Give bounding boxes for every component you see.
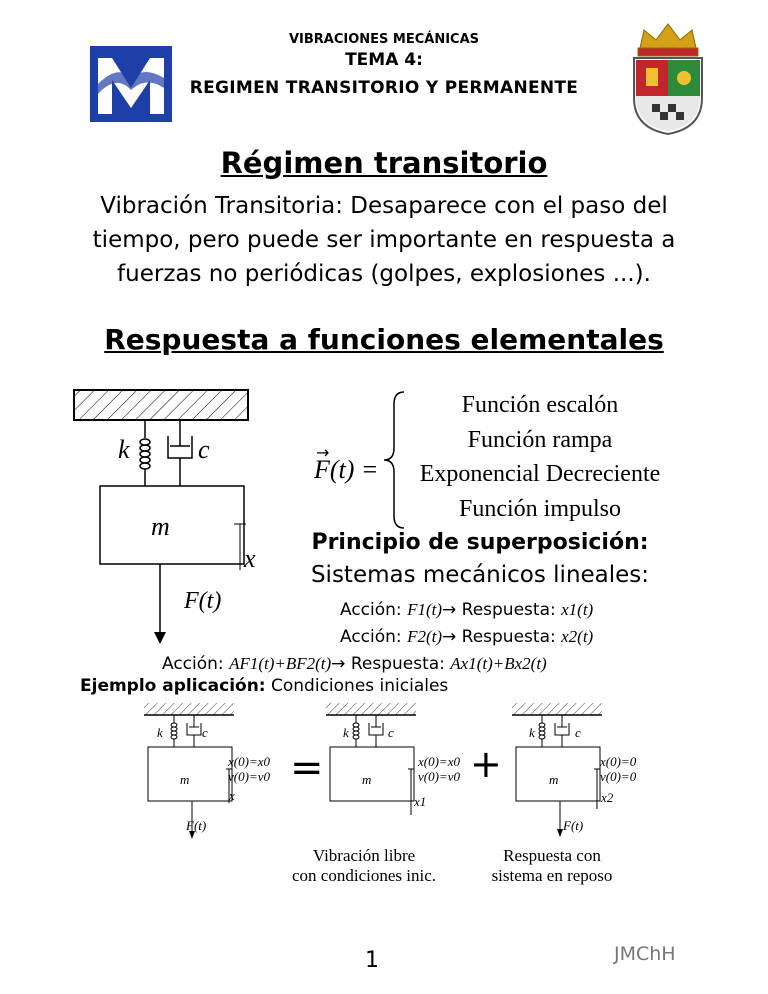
d2-caption-1: Vibración libre [312, 846, 416, 865]
d2-label-c: c [388, 725, 394, 740]
example-heading: Ejemplo aplicación: Condiciones iniciale… [80, 676, 449, 696]
label-k: k [118, 435, 130, 464]
equals-sign: = [290, 745, 324, 791]
example-diagram-full [144, 703, 234, 839]
d1-label-k: k [157, 725, 163, 740]
tema-title: REGIMEN TRANSITORIO Y PERMANENTE [189, 78, 579, 98]
action-line-3: Acción: AF1(t)+BF2(t)→ Respuesta: Ax1(t)… [162, 654, 547, 674]
force-function-label: F(t) = [314, 455, 379, 484]
d1-ic-v: v(0)=v0 [228, 769, 270, 784]
function-step: Función escalón [461, 392, 619, 418]
d3-caption-2: sistema en reposo [491, 866, 613, 885]
d2-ic-v: v(0)=v0 [418, 769, 460, 784]
mass-block [99, 485, 245, 565]
label-force: F(t) [184, 588, 222, 614]
spring [139, 420, 151, 486]
superposition-principle: Principio de superposición: [311, 530, 649, 555]
d3-label-x: x2 [601, 790, 614, 805]
mass-spring-damper-diagram [73, 389, 249, 644]
damper [167, 420, 193, 486]
d3-ic-x: x(0)=0 [600, 754, 637, 769]
d2-label-x: x1 [414, 794, 427, 809]
d3-caption-1: Respuesta con [503, 846, 601, 865]
author-initials: JMChH [614, 943, 676, 965]
tema-number: TEMA 4: [345, 50, 423, 70]
section-title-elementary: Respuesta a funciones elementales [104, 323, 664, 356]
section-title-transient: Régimen transitorio [220, 146, 548, 180]
d3-label-c: c [575, 725, 581, 740]
function-impulse: Función impulso [458, 496, 621, 522]
linear-systems: Sistemas mecánicos lineales: [310, 562, 650, 588]
curly-brace-icon [383, 391, 405, 529]
d2-label-m: m [362, 772, 372, 787]
plus-sign: + [470, 742, 502, 786]
example-diagram-at-rest [512, 703, 602, 837]
coat-of-arms [633, 23, 703, 136]
function-ramp: Función rampa [467, 427, 613, 453]
label-c: c [198, 435, 210, 464]
d3-ic-v: v(0)=0 [600, 769, 637, 784]
function-exponential: Exponencial Decreciente [419, 461, 661, 487]
subject-name: VIBRACIONES MECÁNICAS [288, 32, 480, 47]
example-diagram-free-vibration [326, 703, 416, 815]
page-number: 1 [365, 948, 379, 973]
d1-label-c: c [202, 725, 208, 740]
action-line-2: Acción: F2(t)→ Respuesta: x2(t) [340, 627, 594, 647]
label-x: x [244, 544, 256, 573]
vector-arrow-icon: → [316, 443, 330, 462]
d2-caption-2: con condiciones inic. [292, 866, 436, 885]
intro-line-3: fuerzas no periódicas (golpes, explosion… [117, 261, 651, 287]
intro-line-1: Vibración Transitoria: Desaparece con el… [100, 193, 668, 219]
label-m: m [151, 512, 170, 541]
d3-label-m: m [549, 772, 559, 787]
d2-label-k: k [343, 725, 349, 740]
fixed-support [73, 389, 249, 421]
d2-ic-x: x(0)=x0 [418, 754, 460, 769]
intro-line-2: tiempo, pero puede ser importante en res… [92, 227, 676, 253]
d1-ic-x: x(0)=x0 [228, 754, 270, 769]
d1-label-m: m [180, 772, 190, 787]
d1-label-force: F(t) [186, 818, 207, 833]
university-logo [90, 46, 172, 122]
action-line-1: Acción: F1(t)→ Respuesta: x1(t) [340, 600, 594, 620]
d1-label-x: x [229, 788, 235, 803]
d3-label-force: F(t) [563, 818, 584, 833]
d3-label-k: k [529, 725, 535, 740]
